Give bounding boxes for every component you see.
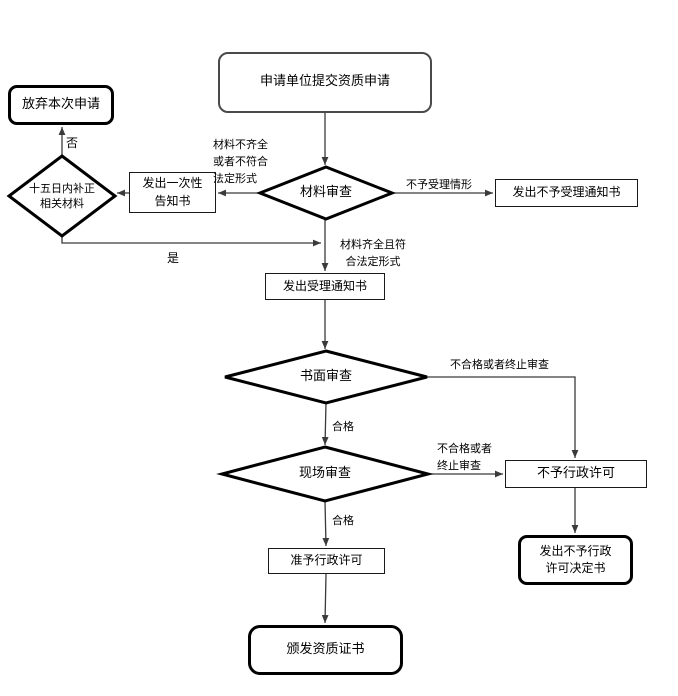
edge-label-no: 否: [66, 136, 79, 150]
node-issue-cert: 颁发资质证书: [248, 625, 403, 675]
written-review-diamond: [224, 349, 428, 405]
material-review-diamond: [255, 165, 397, 221]
edge-label-yes: 是: [167, 251, 180, 265]
edge-label-complete: 材料齐全且符 合法定形式: [340, 238, 406, 269]
edge-label-incomplete: 材料不齐全 或者不符合 法定形式: [213, 138, 268, 186]
node-supplement-label: 十五日内补正 相关材料: [29, 181, 95, 210]
connector-site-review-to-grant-license: [322, 500, 330, 547]
node-once-notice: 发出一次性 告知书: [129, 172, 216, 213]
edge-label-fail-written: 不合格或者终止审查: [450, 358, 549, 371]
edge-label-fail-site: 不合格或者 终止审查: [437, 442, 492, 473]
connector-supplement-yes-line: [61, 236, 321, 247]
site-review-diamond: [216, 445, 434, 503]
node-written-review-label: 书面审查: [299, 368, 352, 384]
connector-grant-license-to-issue-cert: [321, 573, 329, 624]
node-grant-license: 准予行政许可: [268, 548, 385, 574]
node-start: 申请单位提交资质申请: [218, 52, 432, 113]
edge-label-pass-site: 合格: [332, 514, 354, 527]
node-material-review-label: 材料审查: [299, 184, 352, 200]
edge-label-not-accepted: 不予受理情形: [406, 178, 472, 191]
node-abandon: 放弃本次申请: [8, 85, 114, 125]
node-site-review-label: 现场审查: [298, 465, 351, 481]
edge-label-pass-written: 合格: [332, 420, 354, 433]
node-reject-notice: 发出不予受理通知书: [495, 179, 638, 207]
node-deny-decision: 发出不予行政 许可决定书: [518, 535, 633, 585]
connector-written-review-to-site-review: [321, 402, 329, 446]
node-deny-license: 不予行政许可: [505, 460, 647, 488]
connector-written-review-to-deny-license: [427, 376, 579, 458]
node-accept-notice: 发出受理通知书: [265, 273, 385, 300]
supplement-decision-diamond: [6, 154, 118, 238]
